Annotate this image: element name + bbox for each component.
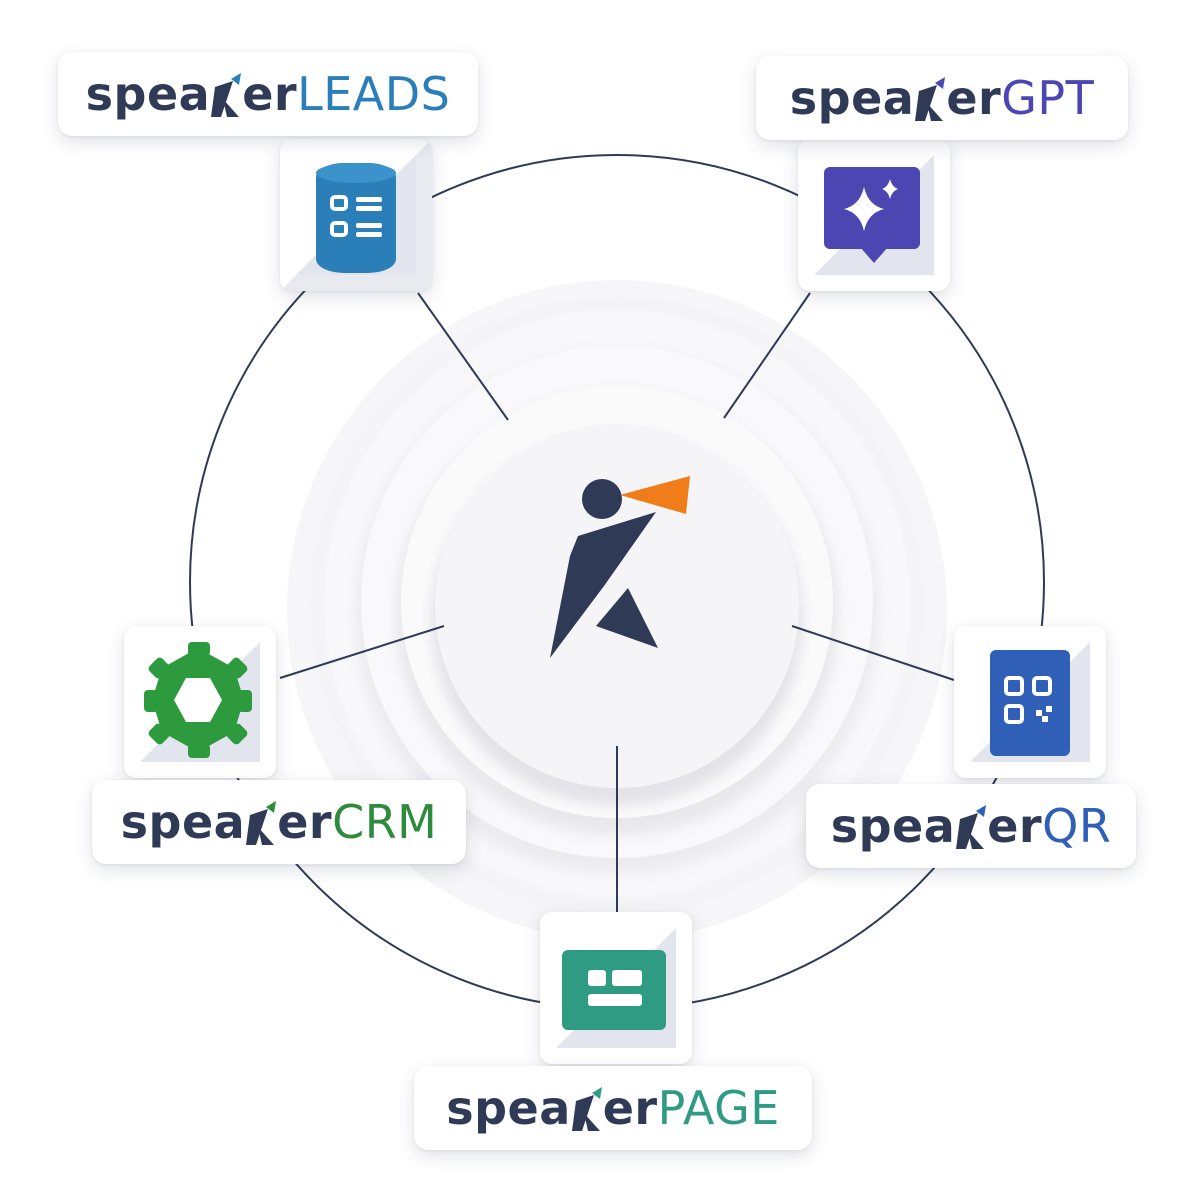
product-name-page: PAGE: [657, 1081, 780, 1135]
profile-card-icon: [562, 950, 666, 1030]
brand-suffix: er: [242, 67, 298, 121]
speaker-k-icon: [956, 803, 987, 849]
product-name-leads: LEADS: [297, 67, 451, 121]
brand-prefix: spea: [446, 1081, 571, 1135]
brand-prefix: spea: [85, 67, 211, 121]
speaker-k-icon: [571, 1085, 602, 1131]
speaker-k-icon: [211, 71, 242, 117]
hexagon-gear-icon: [144, 642, 252, 758]
qr-tile[interactable]: [954, 626, 1106, 778]
product-name-qr: QR: [1042, 799, 1112, 853]
product-name-gpt: GPT: [1001, 71, 1095, 125]
brand-suffix: er: [987, 799, 1043, 853]
speaker-logo-icon: [550, 476, 690, 658]
brand-prefix: spea: [120, 795, 246, 849]
speaker-gpt-label[interactable]: spea er GPT: [756, 56, 1128, 140]
product-name-crm: CRM: [332, 795, 438, 849]
crm-tile[interactable]: [124, 626, 276, 778]
brand-suffix: er: [602, 1081, 658, 1135]
brand-suffix: er: [946, 71, 1002, 125]
speaker-leads-label[interactable]: spea er LEADS: [58, 52, 478, 136]
speaker-crm-label[interactable]: spea er CRM: [92, 780, 466, 864]
speaker-page-label[interactable]: spea er PAGE: [414, 1066, 812, 1150]
connector-crm: [279, 625, 445, 679]
speaker-k-icon: [246, 799, 277, 845]
leads-tile[interactable]: [280, 139, 432, 291]
connector-gpt: [723, 292, 811, 419]
brand-prefix: spea: [830, 799, 956, 853]
connector-qr: [791, 625, 955, 681]
page-tile[interactable]: [540, 912, 692, 1064]
brand-suffix: er: [277, 795, 333, 849]
gpt-tile[interactable]: [798, 139, 950, 291]
database-list-icon: [316, 163, 396, 273]
speaker-k-icon: [915, 75, 946, 121]
connector-leads: [417, 292, 509, 421]
brand-prefix: spea: [789, 71, 915, 125]
speaker-qr-label[interactable]: spea er QR: [806, 784, 1136, 868]
qr-code-icon: [990, 650, 1070, 756]
sparkle-chat-icon: [824, 167, 920, 263]
